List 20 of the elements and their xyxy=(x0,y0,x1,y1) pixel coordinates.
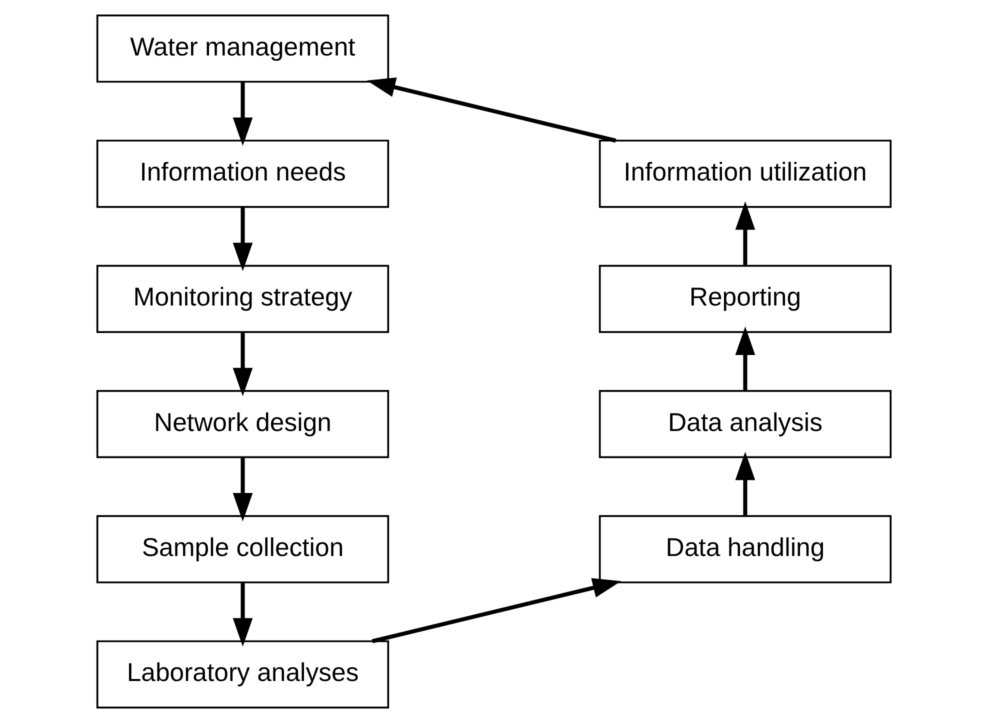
node-box: Information utilization xyxy=(598,140,892,208)
node-box: Sample collection xyxy=(96,515,390,584)
node-box: Data handling xyxy=(598,515,892,584)
node-box: Reporting xyxy=(598,264,892,333)
arrow xyxy=(735,201,756,265)
arrow xyxy=(735,326,756,390)
arrow xyxy=(232,458,253,522)
node-box: Laboratory analyses xyxy=(96,640,390,708)
arrow xyxy=(735,452,756,516)
node-box: Information needs xyxy=(96,140,390,208)
node-box: Network design xyxy=(96,390,390,458)
arrow xyxy=(372,578,622,644)
arrow xyxy=(232,208,253,272)
arrow xyxy=(232,332,253,396)
node-box: Monitoring strategy xyxy=(96,264,390,333)
node-box: Data analysis xyxy=(598,390,892,458)
arrow xyxy=(366,77,616,143)
arrow xyxy=(232,82,253,146)
arrow xyxy=(232,583,253,647)
node-box: Water management xyxy=(96,14,390,83)
